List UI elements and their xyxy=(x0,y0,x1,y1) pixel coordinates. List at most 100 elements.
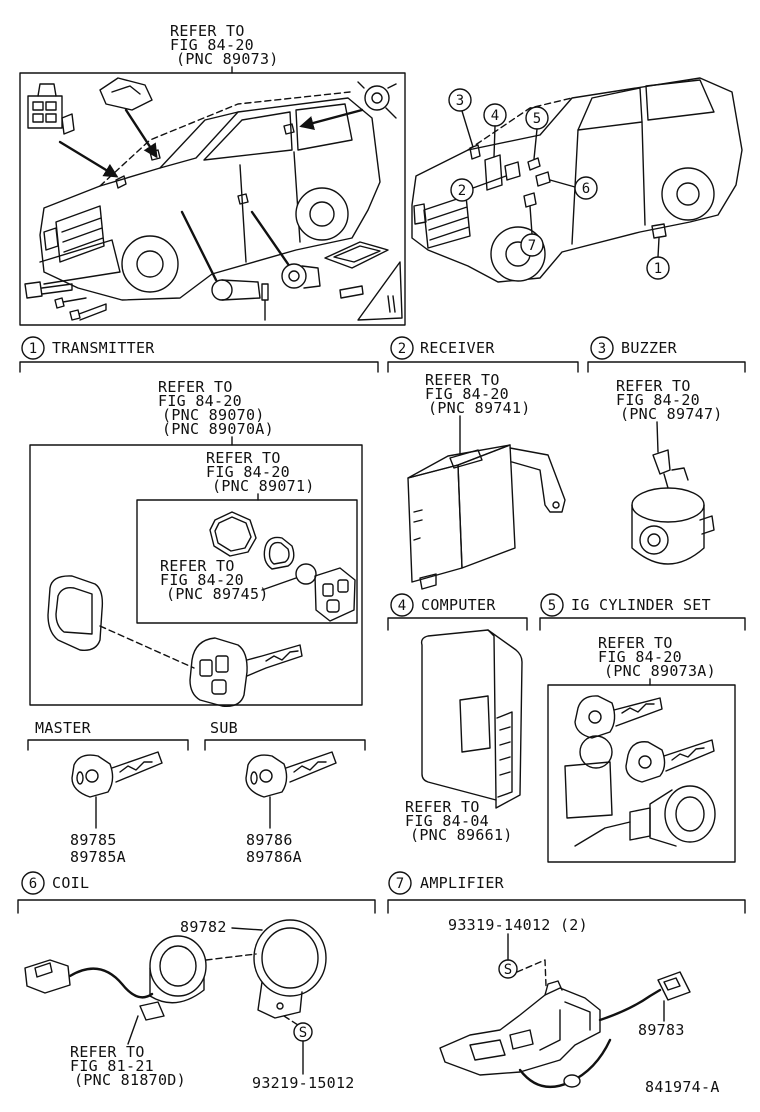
callout-3-leader xyxy=(461,110,474,148)
callout-2-number: 2 xyxy=(458,183,466,199)
ig-key-a-blade xyxy=(613,697,663,727)
ig-key-tag xyxy=(564,761,613,819)
motor-arrow xyxy=(299,108,364,130)
switch-plug xyxy=(61,113,75,135)
overview-door-lock-actuator xyxy=(99,77,153,111)
location-rear-wheel xyxy=(661,167,715,221)
coil-refer-fig: FIG 81-21 xyxy=(70,1057,154,1075)
buzzer-refer-line: REFER TO xyxy=(616,377,691,395)
overview-door-lock-motor xyxy=(357,81,397,119)
overview-key-b xyxy=(54,297,87,309)
master-label: MASTER xyxy=(35,719,92,737)
callout-1-number: 1 xyxy=(654,261,662,277)
receiver-refer-pnc: (PNC 89741) xyxy=(428,399,531,417)
amplifier-wire xyxy=(598,988,662,1022)
ig-cylinder-housing xyxy=(629,807,651,841)
overview-small-block xyxy=(339,285,364,299)
sub-part-number: 89786 xyxy=(246,831,293,849)
ignition-body xyxy=(301,265,321,289)
coil-screw-part-number: 93219-15012 xyxy=(252,1074,355,1092)
ignition-slot xyxy=(288,270,300,282)
overview-key-cylinder-door xyxy=(211,279,269,321)
amplifier-screw-part-number: 93319-14012 (2) xyxy=(448,916,588,934)
amplifier-details xyxy=(469,1029,534,1061)
callout-5-number: 5 xyxy=(533,111,541,127)
overview-refer-line: REFER TO xyxy=(170,22,245,40)
switch-housing xyxy=(27,95,63,129)
amplifier-bracket xyxy=(387,899,746,914)
overview-switch-module xyxy=(27,83,75,135)
switch-button-b xyxy=(45,101,57,111)
sub-label: SUB xyxy=(210,719,238,737)
button-leader xyxy=(261,577,297,591)
receiver-bracket-arm xyxy=(509,447,566,513)
sub-key xyxy=(245,751,337,829)
receiver-bracket-hole xyxy=(552,501,560,509)
overview-key-c xyxy=(69,303,107,321)
bezel-screw-line xyxy=(283,1015,299,1026)
transmitter-number: 1 xyxy=(29,341,37,357)
buzzer-wire xyxy=(663,467,689,489)
amplifier-title: AMPLIFIER xyxy=(420,874,505,892)
callout-6-number: 6 xyxy=(582,181,590,197)
transmitter-cover xyxy=(47,575,104,651)
buzzer-top xyxy=(631,487,705,523)
callout-3: 3 xyxy=(448,88,474,148)
vehicle-front-wheel xyxy=(121,235,179,293)
actuator-arrow xyxy=(124,108,158,159)
button-refer-line: REFER TO xyxy=(160,557,235,575)
ig-refer-pnc: (PNC 89073A) xyxy=(604,662,716,680)
buzzer-number: 3 xyxy=(598,341,606,357)
computer-refer-pnc: (PNC 89661) xyxy=(410,826,513,844)
battery-cell xyxy=(295,563,317,585)
transmitter-key-blade xyxy=(246,644,303,677)
vehicle-front-window xyxy=(203,111,293,161)
buzzer-body xyxy=(631,504,705,565)
computer-refer-line: REFER TO xyxy=(405,798,480,816)
receiver-number-circle xyxy=(390,336,414,360)
location-transmitter-part xyxy=(651,223,667,239)
callout-2: 2 xyxy=(450,175,507,202)
vehicle-rear-window xyxy=(295,103,353,151)
ig-key-b-head xyxy=(625,741,666,783)
sub-key-head xyxy=(245,754,288,798)
transmitter-key-groove xyxy=(265,650,299,662)
vehicle-grille xyxy=(55,205,105,263)
location-body-outline xyxy=(411,77,743,283)
coil-connector xyxy=(24,959,71,994)
callout-6: 6 xyxy=(549,176,598,200)
switch-button-a xyxy=(32,101,44,111)
callout-3-circle xyxy=(448,88,472,112)
master-key xyxy=(71,751,163,829)
vehicle-windshield xyxy=(159,111,239,169)
vehicle-door-lines xyxy=(239,151,301,263)
buzzer-title: BUZZER xyxy=(621,339,678,357)
amplifier-number-circle xyxy=(388,871,412,895)
transmitter-refer-fig: FIG 84-20 xyxy=(158,392,242,410)
switch-connector xyxy=(37,83,57,97)
receiver-title: RECEIVER xyxy=(420,339,495,357)
coil-refer-line: REFER TO xyxy=(70,1043,145,1061)
transmitter-assembly-line xyxy=(99,625,195,669)
case-refer-pnc: (PNC 89071) xyxy=(212,477,315,495)
transmitter-refer-pnc-a: (PNC 89070) xyxy=(162,406,265,424)
callout-4-leader xyxy=(493,125,496,158)
motor-tabs xyxy=(357,81,397,119)
vehicle-hidden-roofline xyxy=(99,91,351,187)
section-coil: 6 COIL 89782 S 93219-15012 REFER TO FIG … xyxy=(17,871,376,1092)
ig-title: IG CYLINDER SET xyxy=(571,596,711,614)
overview-key-a xyxy=(24,281,73,299)
callout-7-leader xyxy=(529,205,533,235)
location-buzzer-part xyxy=(469,144,481,160)
master-part-number: 89785 xyxy=(70,831,117,849)
figure-id: 841974-A xyxy=(645,1078,720,1096)
bezel-ring-outer xyxy=(253,919,327,997)
callout-4-number: 4 xyxy=(491,108,499,124)
computer-bracket xyxy=(387,617,528,631)
location-grille xyxy=(423,195,471,249)
callout-2-leader xyxy=(472,175,507,189)
amplifier-body xyxy=(439,987,601,1076)
transmitter-number-circle xyxy=(21,336,45,360)
battery-cover-inner xyxy=(214,516,252,552)
computer-title: COMPUTER xyxy=(421,596,496,614)
